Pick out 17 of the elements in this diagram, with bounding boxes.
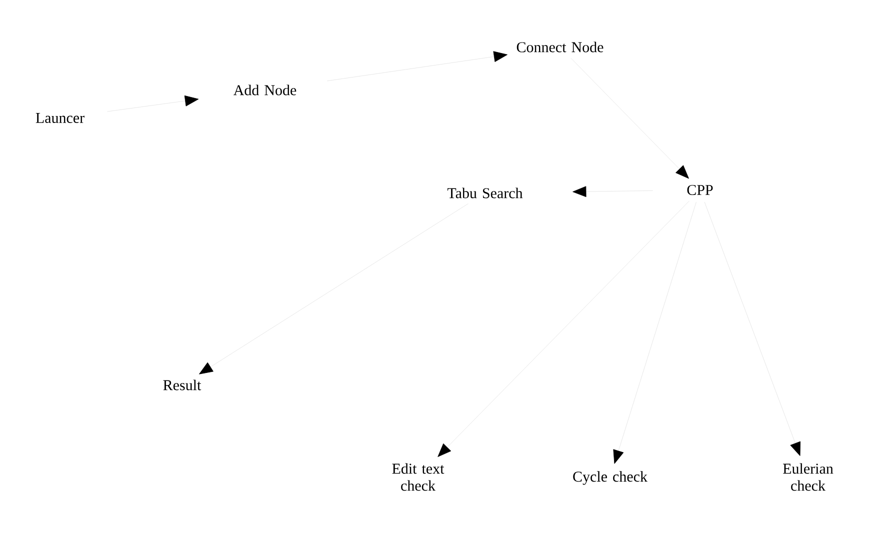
arrow bbox=[106, 95, 199, 112]
arrow bbox=[572, 186, 653, 198]
arrow bbox=[199, 203, 468, 374]
text-label: Tabu Search bbox=[447, 188, 523, 198]
text-label: Cycle check bbox=[573, 471, 648, 485]
text-label: Result bbox=[163, 380, 202, 390]
text-label: Eulerian check bbox=[783, 463, 834, 491]
text-label: Launcer bbox=[36, 113, 84, 123]
arrow bbox=[438, 200, 690, 457]
arrow bbox=[613, 202, 696, 464]
arrow bbox=[570, 58, 689, 179]
text-label: Connect Node bbox=[516, 42, 604, 52]
arrow bbox=[704, 202, 800, 456]
text-label: Add Node bbox=[233, 84, 296, 96]
arrow bbox=[326, 51, 508, 82]
text-label: CPP bbox=[687, 184, 713, 196]
text-label: Edit text check bbox=[392, 463, 444, 491]
